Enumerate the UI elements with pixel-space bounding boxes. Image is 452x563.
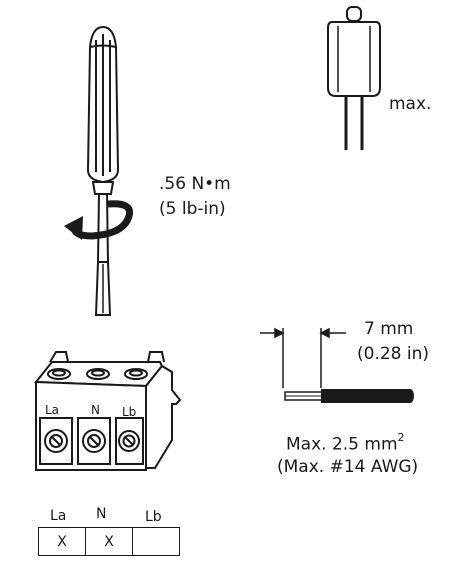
terminal-block-icon bbox=[33, 351, 182, 471]
wire-size-mm-label: Max. 2.5 mm2 bbox=[286, 431, 405, 455]
strip-length-mm-label: 7 mm bbox=[364, 319, 414, 339]
connector-label-n: N bbox=[91, 403, 100, 417]
table-header-lb: Lb bbox=[145, 509, 162, 525]
rotation-arrow-icon bbox=[64, 200, 134, 240]
table-row: X X bbox=[38, 527, 180, 556]
table-cell-lb bbox=[132, 527, 180, 556]
wire-size-awg-label: (Max. #14 AWG) bbox=[277, 457, 419, 477]
wire-size-superscript: 2 bbox=[397, 431, 405, 444]
connector-label-la: La bbox=[45, 403, 60, 417]
table-header-la: La bbox=[50, 508, 67, 524]
strip-length-dimension bbox=[260, 327, 346, 388]
screwdriver-icon bbox=[86, 25, 120, 316]
strip-length-in-label: (0.28 in) bbox=[357, 344, 430, 364]
torque-lbin-label: (5 lb-in) bbox=[159, 199, 226, 219]
torque-nm-label: .56 N•m bbox=[159, 174, 231, 194]
table-header-n: N bbox=[96, 506, 107, 522]
lamp-max-label: max. bbox=[389, 94, 432, 114]
lamp-icon bbox=[327, 6, 381, 150]
wiring-table: X X bbox=[38, 527, 180, 556]
wire-size-mm-text: Max. 2.5 mm bbox=[286, 434, 398, 455]
table-cell-la: X bbox=[38, 527, 86, 556]
table-cell-n: X bbox=[85, 527, 133, 556]
connector-label-lb: Lb bbox=[122, 405, 137, 419]
stripped-wire-icon bbox=[284, 389, 414, 403]
